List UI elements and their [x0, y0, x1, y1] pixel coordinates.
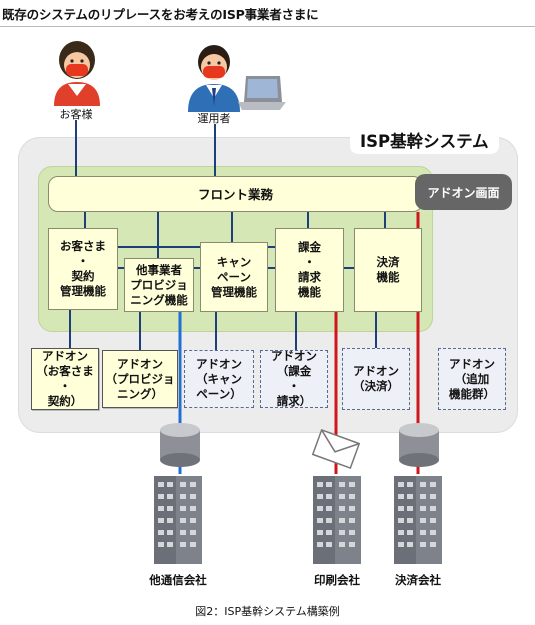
module-line: 他事業者: [136, 262, 182, 277]
module-line: ペーン: [217, 269, 251, 284]
addon-line: アドオン: [196, 356, 242, 371]
module-line: プロビジョ: [130, 277, 188, 292]
addon-line: ・: [59, 379, 71, 393]
mail-envelope-icon: [311, 428, 361, 470]
addon-line: ペーン）: [196, 386, 242, 401]
addon-line: 請求）: [276, 394, 312, 408]
module-campaign: キャン ペーン 管理機能: [200, 242, 268, 312]
module-settlement: 決済 機能: [354, 228, 422, 312]
addon-line: （決済）: [353, 379, 399, 393]
addon-provisioning: アドオン （プロビジョ ニング）: [102, 350, 178, 408]
module-billing: 課金 ・ 請求 機能: [275, 228, 344, 312]
addon-line: アドオン: [271, 349, 317, 363]
addon-line: アドオン: [42, 349, 88, 363]
module-line: 機能: [376, 270, 400, 284]
database-payment-icon: [399, 423, 439, 467]
addon-line: ニング）: [117, 386, 163, 401]
operator-person-icon: [188, 45, 286, 112]
addon-line: ・: [288, 379, 300, 393]
addon-billing: アドオン （課金 ・ 請求）: [260, 349, 328, 408]
addon-screen-box: アドオン画面: [415, 174, 512, 210]
addon-line: アドオン: [353, 364, 399, 378]
module-line: 決済: [376, 255, 400, 269]
building-payment-icon: [394, 476, 442, 564]
addon-line: 機能群）: [449, 386, 495, 401]
module-line: 請求: [298, 270, 321, 284]
addon-line: 契約）: [47, 394, 83, 408]
addon-campaign: アドオン （キャン ペーン）: [184, 350, 254, 408]
page-title: 既存のシステムのリプレースをお考えのISP事業者さまに: [2, 7, 319, 22]
figure-caption: 図2：ISP基幹システム構築例: [195, 605, 340, 618]
module-line: お客さま: [60, 239, 106, 253]
addon-line: （課金: [276, 364, 312, 378]
company-label-telecom: 他通信会社: [149, 573, 207, 587]
addon-line: （プロビジョ: [105, 371, 175, 386]
module-line: 管理機能: [211, 284, 257, 299]
addon-line: （キャン: [196, 371, 242, 386]
front-business-box: フロント業務: [48, 176, 423, 212]
database-telecom-icon: [160, 423, 200, 467]
addon-line: アドオン: [117, 356, 163, 371]
module-line: 課金: [298, 240, 321, 254]
title-divider: [0, 26, 535, 27]
company-label-printing: 印刷会社: [314, 573, 360, 587]
module-customer-contract: お客さま ・ 契約 管理機能: [48, 228, 118, 310]
module-line: ニング機能: [130, 292, 188, 307]
module-line: 管理機能: [60, 284, 106, 298]
module-line: 機能: [298, 285, 321, 299]
addon-customer-contract: アドオン （お客さま ・ 契約）: [31, 348, 99, 410]
building-telecom-icon: [154, 476, 202, 564]
customer-person-icon: [54, 41, 100, 106]
module-line: 契約: [71, 269, 95, 283]
module-other-provisioning: 他事業者 プロビジョ ニング機能: [124, 258, 194, 312]
system-title: ISP基幹システム: [350, 126, 499, 154]
addon-settlement: アドオン （決済）: [342, 348, 410, 410]
addon-extra: アドオン （追加 機能群）: [438, 348, 506, 410]
building-printing-icon: [313, 476, 361, 564]
addon-line: （追加: [454, 371, 490, 386]
customer-label: お客様: [59, 108, 93, 121]
module-line: ・: [77, 254, 89, 268]
addon-line: （お客さま: [36, 364, 94, 378]
addon-line: アドオン: [449, 356, 495, 371]
module-line: キャン: [216, 254, 252, 269]
operator-label: 運用者: [197, 112, 231, 125]
module-line: ・: [303, 255, 316, 269]
company-label-payment: 決済会社: [395, 573, 441, 587]
